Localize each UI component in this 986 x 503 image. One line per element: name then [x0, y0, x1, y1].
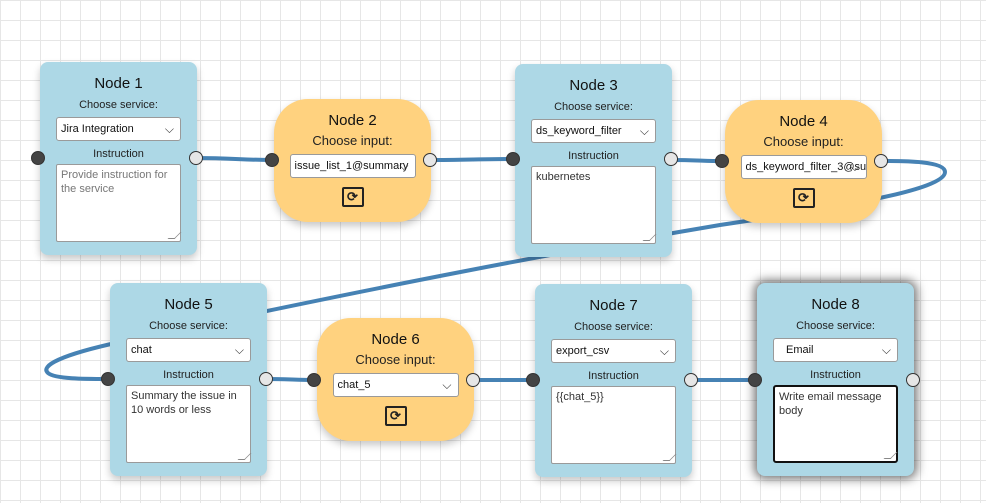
node-1[interactable]: Node 1 Choose service: Jira Integration …: [40, 62, 197, 255]
instruction-label: Instruction: [163, 369, 214, 381]
service-select-value: export_csv: [556, 345, 610, 357]
instruction-textarea[interactable]: Write email message body: [773, 385, 898, 463]
node-title: Node 4: [779, 113, 828, 130]
resize-handle-icon[interactable]: [167, 232, 182, 239]
node-8-input-handle[interactable]: [748, 373, 762, 387]
refresh-icon[interactable]: ⟳: [792, 188, 815, 208]
instruction-textarea[interactable]: kubernetes: [531, 166, 657, 244]
resize-handle-icon[interactable]: [642, 234, 657, 241]
chevron-down-icon: ⌵: [234, 343, 244, 357]
node-5-input-handle[interactable]: [101, 372, 115, 386]
resize-handle-icon[interactable]: [662, 454, 677, 461]
refresh-icon[interactable]: ⟳: [384, 406, 407, 426]
choose-service-label: Choose service:: [79, 99, 158, 111]
choose-input-label: Choose input:: [763, 134, 844, 149]
node-4[interactable]: Node 4 Choose input: ds_keyword_filter_3…: [725, 100, 882, 223]
choose-input-label: Choose input:: [312, 133, 393, 148]
instruction-label: Instruction: [568, 150, 619, 162]
chevron-down-icon: ⌵: [164, 122, 174, 136]
edge-1-2[interactable]: [195, 156, 273, 162]
refresh-icon[interactable]: ⟳: [341, 187, 364, 207]
choose-service-label: Choose service:: [796, 320, 875, 332]
input-select[interactable]: ds_keyword_filter_3@summary ⌵: [740, 155, 867, 179]
instruction-text: Write email message body: [779, 391, 882, 417]
node-title: Node 8: [811, 296, 860, 313]
service-select-value: ds_keyword_filter: [536, 125, 622, 137]
node-title: Node 7: [589, 297, 638, 314]
node-2-output-handle[interactable]: [423, 153, 437, 167]
node-1-input-handle[interactable]: [31, 151, 45, 165]
node-3-output-handle[interactable]: [664, 152, 678, 166]
chevron-down-icon: ⌵: [659, 344, 669, 358]
input-select[interactable]: chat_5 ⌵: [332, 373, 459, 397]
node-7[interactable]: Node 7 Choose service: export_csv ⌵ Inst…: [535, 284, 692, 477]
node-6-input-handle[interactable]: [307, 373, 321, 387]
node-title: Node 5: [164, 296, 213, 313]
service-select-value: Jira Integration: [61, 123, 134, 135]
node-6-output-handle[interactable]: [466, 373, 480, 387]
resize-handle-icon[interactable]: [237, 453, 252, 460]
instruction-textarea[interactable]: Summary the issue in 10 words or less: [126, 385, 252, 463]
node-title: Node 2: [328, 112, 377, 129]
instruction-text: {{chat_5}}: [556, 391, 604, 403]
service-select-value: Email: [786, 344, 814, 356]
chevron-down-icon: ⌵: [639, 124, 649, 138]
node-title: Node 6: [371, 331, 420, 348]
chevron-down-icon: ⌵: [850, 160, 860, 174]
choose-service-label: Choose service:: [574, 321, 653, 333]
node-5-output-handle[interactable]: [259, 372, 273, 386]
instruction-text: Summary the issue in 10 words or less: [131, 390, 237, 416]
service-select[interactable]: export_csv ⌵: [551, 339, 676, 363]
input-select[interactable]: issue_list_1@summary ⌵: [289, 154, 416, 178]
node-5[interactable]: Node 5 Choose service: chat ⌵ Instructio…: [110, 283, 267, 476]
service-select[interactable]: ds_keyword_filter ⌵: [531, 119, 656, 143]
edge-2-3[interactable]: [429, 157, 514, 162]
instruction-textarea[interactable]: {{chat_5}}: [551, 386, 677, 464]
instruction-label: Instruction: [588, 370, 639, 382]
node-6[interactable]: Node 6 Choose input: chat_5 ⌵ ⟳: [317, 318, 474, 441]
instruction-label: Instruction: [93, 148, 144, 160]
node-1-output-handle[interactable]: [189, 151, 203, 165]
node-title: Node 3: [569, 77, 618, 94]
chevron-down-icon: ⌵: [881, 343, 891, 357]
node-title: Node 1: [94, 75, 143, 92]
node-7-input-handle[interactable]: [526, 373, 540, 387]
node-4-output-handle[interactable]: [874, 154, 888, 168]
node-2-input-handle[interactable]: [265, 153, 279, 167]
chevron-down-icon: ⌵: [442, 378, 452, 392]
instruction-label: Instruction: [810, 369, 861, 381]
instruction-text: Provide instruction for the service: [61, 169, 168, 195]
instruction-text: kubernetes: [536, 171, 591, 183]
service-select[interactable]: Jira Integration ⌵: [56, 117, 181, 141]
resize-handle-icon[interactable]: [883, 452, 898, 459]
node-8-output-handle[interactable]: [906, 373, 920, 387]
input-select-value: chat_5: [337, 379, 371, 391]
choose-input-label: Choose input:: [355, 352, 436, 367]
service-select[interactable]: Email ⌵: [773, 338, 898, 362]
node-8[interactable]: Node 8 Choose service: Email ⌵ Instructi…: [757, 283, 914, 476]
chevron-down-icon: ⌵: [399, 159, 409, 173]
node-4-input-handle[interactable]: [715, 154, 729, 168]
input-select-value: issue_list_1@summary: [294, 160, 409, 172]
instruction-textarea[interactable]: Provide instruction for the service: [56, 164, 182, 242]
choose-service-label: Choose service:: [554, 101, 633, 113]
input-select-value: ds_keyword_filter_3@summary: [745, 161, 867, 173]
node-3-input-handle[interactable]: [506, 152, 520, 166]
service-select[interactable]: chat ⌵: [126, 338, 251, 362]
choose-service-label: Choose service:: [149, 320, 228, 332]
node-7-output-handle[interactable]: [684, 373, 698, 387]
node-2[interactable]: Node 2 Choose input: issue_list_1@summar…: [274, 99, 431, 222]
node-3[interactable]: Node 3 Choose service: ds_keyword_filter…: [515, 64, 672, 257]
service-select-value: chat: [131, 344, 152, 356]
